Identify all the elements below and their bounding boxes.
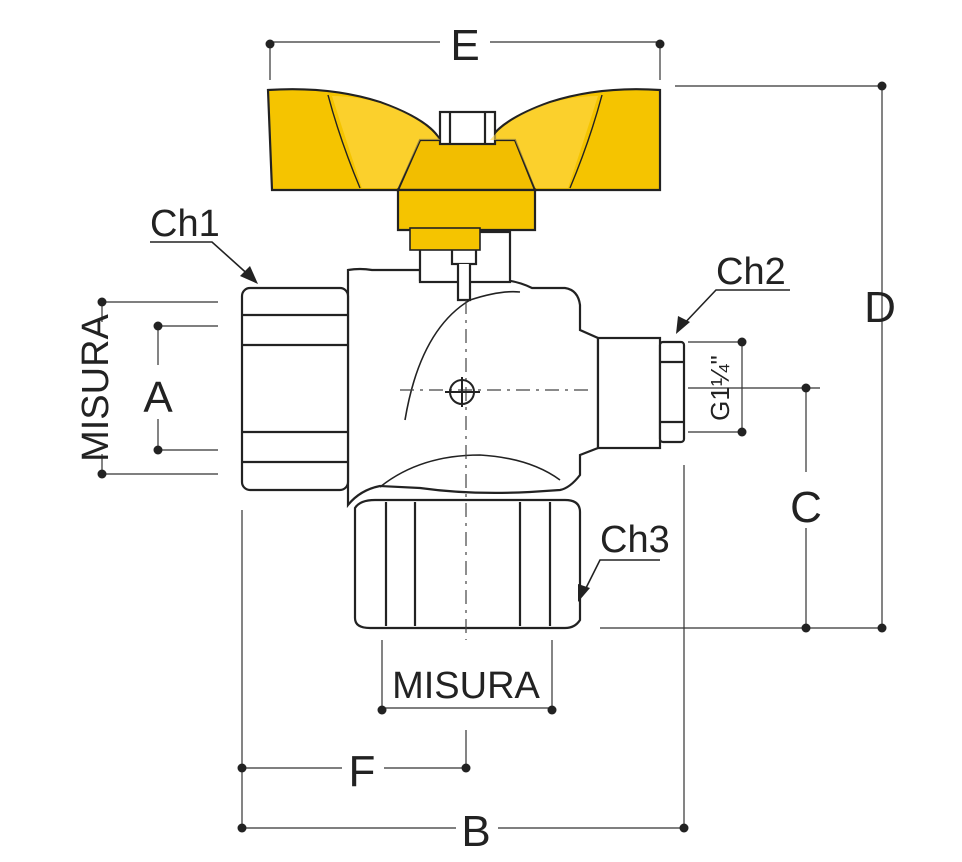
handle-hub — [396, 138, 537, 192]
left-port-nut — [240, 286, 350, 492]
leader-arrows — [150, 241, 790, 597]
brand-logo-icon — [445, 377, 480, 407]
bottom-port-nut — [353, 498, 582, 630]
butterfly-handle — [266, 88, 662, 251]
dim-label-b: B — [461, 807, 490, 856]
label-ch1: Ch1 — [150, 203, 220, 245]
dim-label-a: A — [143, 373, 173, 422]
right-port-body — [596, 336, 662, 450]
arrow-heads — [240, 266, 690, 602]
label-misura-bottom: MISURA — [392, 665, 540, 707]
body-shading — [379, 290, 561, 488]
dimension-dots — [97, 39, 887, 833]
dim-label-d: D — [864, 283, 896, 332]
dim-label-e: E — [450, 21, 479, 70]
dim-label-f: F — [349, 747, 376, 796]
valve-body — [240, 230, 686, 630]
dim-label-c: C — [790, 483, 822, 532]
label-thread-size: G1¼" — [705, 355, 735, 421]
label-ch3: Ch3 — [600, 519, 670, 561]
center-lines — [400, 300, 590, 640]
label-ch2: Ch2 — [716, 251, 786, 293]
label-misura-left: MISURA — [75, 313, 117, 461]
handle-skirt — [396, 188, 537, 232]
handle-nut — [438, 110, 497, 146]
right-port-hex — [658, 340, 686, 444]
